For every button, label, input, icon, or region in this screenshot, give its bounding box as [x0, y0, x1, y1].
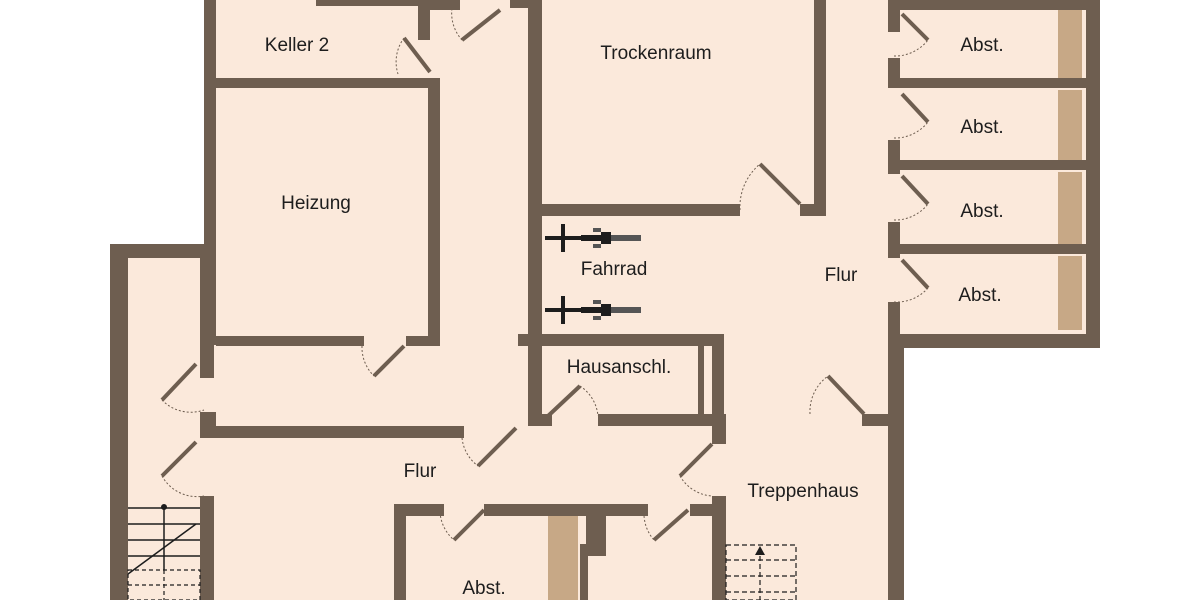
door-abst1: [893, 12, 930, 57]
room-labels: Keller 2 Trockenraum Heizung Fahrrad Flu…: [265, 35, 1004, 599]
bicycle-icon: [545, 296, 641, 324]
up-arrow-icon: [755, 546, 765, 555]
room-label-hausanschl: Hausanschl.: [567, 357, 672, 378]
room-label-flur-bottom: Flur: [404, 461, 437, 482]
room-label-abst-3: Abst.: [960, 201, 1003, 222]
storage-shelves: [548, 8, 1082, 600]
door-treppenhaus-top: [809, 374, 866, 416]
room-label-trockenraum: Trockenraum: [600, 43, 711, 64]
door-heizung: [361, 344, 406, 378]
stairs-left: [127, 504, 201, 600]
door-trockenraum: [739, 162, 802, 211]
door-abst3: [893, 174, 930, 221]
stairs-treppenhaus: [725, 544, 797, 600]
door-bottom-right: [643, 508, 690, 542]
room-label-flur-right: Flur: [825, 265, 858, 286]
door-stair-lower: [160, 440, 205, 498]
walls: [110, 0, 1100, 600]
room-label-treppenhaus: Treppenhaus: [747, 481, 858, 502]
room-label-abst-4: Abst.: [958, 285, 1001, 306]
room-label-abst-bottom: Abst.: [462, 578, 505, 599]
door-abst2: [893, 92, 930, 139]
door-top-corridor: [451, 7, 502, 42]
door-keller2: [395, 36, 432, 75]
room-label-fahrrad: Fahrrad: [581, 259, 648, 280]
door-abst-bottom: [439, 508, 486, 542]
room-label-abst-2: Abst.: [960, 117, 1003, 138]
door-flur-middle: [461, 426, 518, 468]
room-label-keller2: Keller 2: [265, 35, 329, 56]
bicycle-icon: [545, 224, 641, 252]
door-stair-upper: [160, 362, 205, 413]
door-hausanschl: [546, 384, 599, 418]
door-abst4: [893, 258, 930, 303]
door-treppenhaus-left: [678, 442, 714, 497]
doors: [160, 7, 930, 542]
room-label-abst-1: Abst.: [960, 35, 1003, 56]
room-label-heizung: Heizung: [281, 193, 351, 214]
